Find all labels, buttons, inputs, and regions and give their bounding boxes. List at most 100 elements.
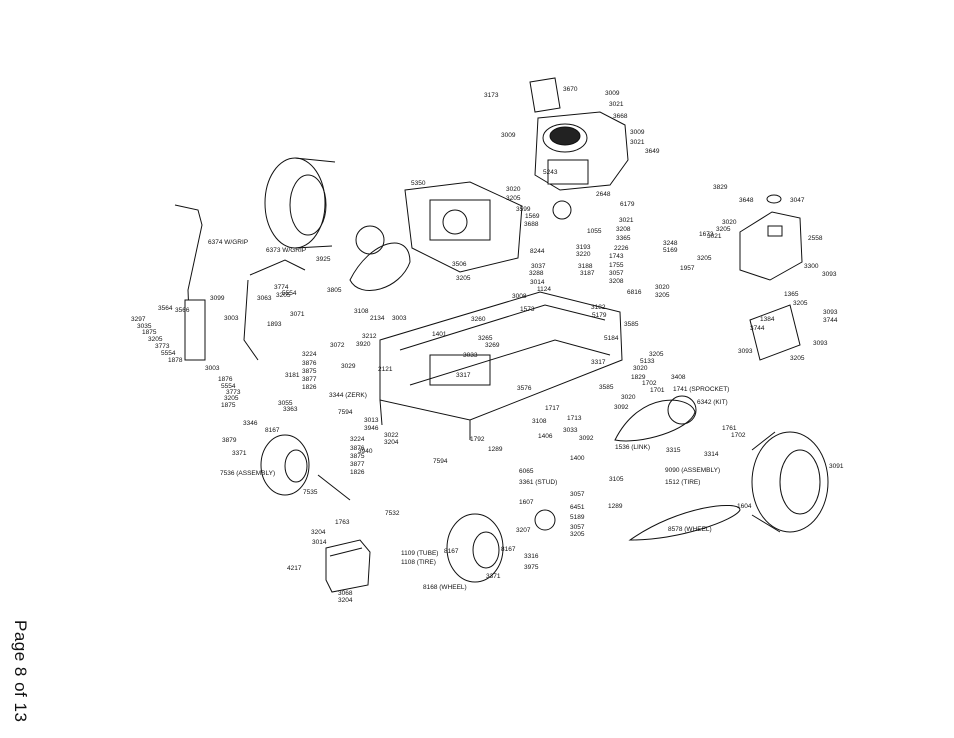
part-callout-5189: 5189 (570, 514, 585, 521)
part-callout-3021c: 3021 (619, 217, 634, 224)
part-callout-3205j: 3205 (790, 355, 805, 362)
part-callout-3093d: 3093 (813, 340, 828, 347)
part-callout-2226: 2226 (614, 245, 629, 252)
part-callout-3093b: 3093 (823, 309, 838, 316)
part-callout-1604: 1604 (737, 503, 752, 510)
part-callout-3009a: 3009 (605, 90, 620, 97)
part-callout-3877a: 3877 (302, 376, 317, 383)
part-callout-6816: 6816 (627, 289, 642, 296)
part-callout-3035: 3035 (137, 323, 152, 330)
part-callout-3068: 3068 (338, 590, 353, 597)
part-callout-6374: 6374 W/GRIP (208, 239, 248, 246)
part-callout-5554c: 5554 (221, 383, 236, 390)
part-callout-1717: 1717 (545, 405, 560, 412)
part-callout-7594b: 7594 (433, 458, 448, 465)
part-callout-3300: 3300 (804, 263, 819, 270)
part-callout-3670: 3670 (563, 86, 578, 93)
part-callout-1289a: 1289 (488, 446, 503, 453)
part-callout-1713: 1713 (567, 415, 582, 422)
steering-assembly (174, 204, 306, 361)
part-callout-3365: 3365 (616, 235, 631, 242)
part-callout-3047: 3047 (790, 197, 805, 204)
part-callout-3288: 3288 (529, 270, 544, 277)
part-callout-3344: 3344 (ZERK) (329, 392, 367, 399)
part-callout-6373: 6373 W/GRIP (266, 247, 306, 254)
part-callout-3205k: 3205 (224, 395, 239, 402)
part-callout-3879: 3879 (222, 437, 237, 444)
part-callout-3093a: 3093 (822, 271, 837, 278)
part-callout-3009c: 3009 (630, 129, 645, 136)
transmission (404, 181, 523, 273)
part-callout-1826b: 1826 (350, 469, 365, 476)
fuel-tank (739, 194, 803, 281)
part-callout-3876b: 3876 (350, 445, 365, 452)
part-callout-3224a: 3224 (302, 351, 317, 358)
part-callout-3205a: 3205 (506, 195, 521, 202)
part-callout-3108b: 3108 (532, 418, 547, 425)
part-callout-5169: 5169 (663, 247, 678, 254)
part-callout-2121: 2121 (378, 366, 393, 373)
part-callout-3188: 3188 (578, 263, 593, 270)
part-callout-3013: 3013 (364, 417, 379, 424)
chain-link-1536 (614, 399, 696, 442)
part-callout-3920: 3920 (356, 341, 371, 348)
part-callout-1701: 1701 (650, 387, 665, 394)
part-callout-1702b: 1702 (731, 432, 746, 439)
part-callout-3408: 3408 (671, 374, 686, 381)
part-callout-5350: 5350 (411, 180, 426, 187)
part-callout-3576: 3576 (517, 385, 532, 392)
part-callout-3020a: 3020 (506, 186, 521, 193)
part-callout-3187: 3187 (580, 270, 595, 277)
rear-right-wheel (751, 431, 829, 533)
part-callout-9090: 9090 (ASSEMBLY) (665, 467, 720, 474)
part-callout-3020e: 3020 (621, 394, 636, 401)
part-callout-3220: 3220 (576, 251, 591, 258)
part-callout-3093c: 3093 (738, 348, 753, 355)
part-callout-3744a: 3744 (750, 325, 765, 332)
part-callout-1792: 1792 (470, 436, 485, 443)
part-callout-3205f: 3205 (276, 292, 291, 299)
part-callout-3688: 3688 (524, 221, 539, 228)
part-callout-1055: 1055 (587, 228, 602, 235)
part-callout-3063: 3063 (257, 295, 272, 302)
part-callout-3204a: 3204 (384, 439, 399, 446)
part-callout-3057b: 3057 (570, 491, 585, 498)
part-callout-3316: 3316 (524, 553, 539, 560)
part-callout-1573: 1573 (520, 306, 535, 313)
part-callout-6451: 6451 (570, 504, 585, 511)
part-callout-8168: 8168 (WHEEL) (423, 584, 467, 591)
part-callout-3773a: 3773 (155, 343, 170, 350)
drive-belt (349, 242, 411, 291)
part-callout-3649: 3649 (645, 148, 660, 155)
part-callout-3003b: 3003 (392, 315, 407, 322)
part-callout-3599: 3599 (516, 206, 531, 213)
part-callout-3022: 3022 (384, 432, 399, 439)
part-callout-8167b: 8167 (444, 548, 459, 555)
part-callout-3207: 3207 (516, 527, 531, 534)
part-callout-8244: 8244 (530, 248, 545, 255)
part-callout-3212: 3212 (362, 333, 377, 340)
rear-left-wheel (264, 157, 385, 255)
part-callout-3297: 3297 (131, 316, 146, 323)
part-callout-3205h: 3205 (148, 336, 163, 343)
part-callout-1875a: 1875 (142, 329, 157, 336)
part-callout-3071: 3071 (290, 311, 305, 318)
part-callout-5184: 5184 (604, 335, 619, 342)
part-callout-2648: 2648 (596, 191, 611, 198)
part-callout-2134: 2134 (370, 315, 385, 322)
part-callout-1878: 1878 (168, 357, 183, 364)
part-callout-4217: 4217 (287, 565, 302, 572)
part-callout-1743: 1743 (609, 253, 624, 260)
part-callout-3805: 3805 (327, 287, 342, 294)
part-callout-3371b: 3371 (486, 573, 501, 580)
part-callout-3014: 3014 (530, 279, 545, 286)
part-callout-7535: 7535 (303, 489, 318, 496)
part-callout-3181: 3181 (285, 372, 300, 379)
part-callout-3224b: 3224 (350, 436, 365, 443)
part-callout-3564: 3564 (158, 305, 173, 312)
part-callout-3055: 3055 (278, 400, 293, 407)
part-callout-3248: 3248 (663, 240, 678, 247)
part-callout-3182: 3182 (591, 304, 606, 311)
part-callout-3317b: 3317 (591, 359, 606, 366)
